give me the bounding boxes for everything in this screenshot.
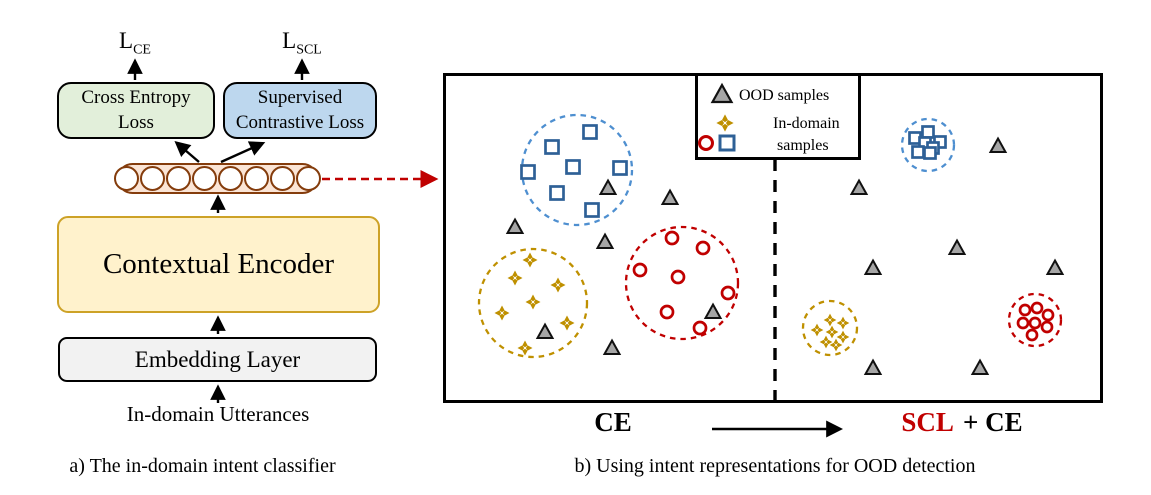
ood-triangle-point (863, 258, 883, 275)
representation-vector (114, 163, 321, 194)
embedding-layer-box: Embedding Layer (58, 337, 377, 382)
ood-triangle-point (947, 238, 967, 255)
ce-label-part: + CE (962, 407, 1023, 437)
representation-unit (296, 166, 321, 191)
representation-unit (244, 166, 269, 191)
ood-triangle-point (598, 178, 618, 195)
in-domain-circle-point (664, 230, 680, 246)
in-domain-circle-point (720, 285, 736, 301)
in-domain-star-point (517, 340, 533, 356)
supervised-contrastive-loss-text: Supervised Contrastive Loss (235, 86, 365, 133)
in-domain-star-point (810, 323, 824, 337)
in-domain-star-point (507, 270, 523, 286)
ood-samples-layer (505, 136, 1065, 375)
in-domain-star-point (522, 252, 538, 268)
caption-panel-a: a) The in-domain intent classifier (69, 455, 336, 477)
in-domain-circle-point (1041, 308, 1055, 322)
in-domain-star-point (836, 330, 850, 344)
in-domain-circle-icon (698, 135, 714, 151)
in-domain-square-point (911, 145, 925, 159)
in-domain-square-point (921, 125, 935, 139)
in-domain-star-point (825, 325, 839, 339)
ood-triangle-icon (710, 82, 734, 104)
cluster-boundary-ce-red (624, 225, 740, 341)
in-domain-circle-point (632, 262, 648, 278)
ood-triangle-point (988, 136, 1008, 153)
in-domain-star-point (819, 335, 833, 349)
in-domain-star-point (525, 294, 541, 310)
representation-unit (114, 166, 139, 191)
in-domain-star-point (836, 316, 850, 330)
in-domain-circle-point (1016, 316, 1030, 330)
in-domain-star-point (829, 338, 843, 352)
arrow-rep-to-ce-loss (174, 140, 200, 163)
loss-scl-label: LSCL (282, 28, 322, 58)
cluster-boundary-scl-blue (900, 117, 956, 173)
ood-triangle-point (1045, 258, 1065, 275)
representation-unit (270, 166, 295, 191)
in-domain-star-point (494, 305, 510, 321)
loss-ce-label: LCE (119, 28, 151, 58)
representation-unit (218, 166, 243, 191)
ood-triangle-point (595, 232, 615, 249)
contextual-encoder-text: Contextual Encoder (102, 247, 335, 280)
cluster-boundary-ce-gold (477, 247, 589, 359)
legend-ood-label: OOD samples (739, 87, 829, 104)
legend: OOD samples In-domain samples (695, 73, 861, 160)
in-domain-square-point (584, 202, 600, 218)
cluster-layer (477, 113, 1063, 359)
representation-unit (140, 166, 165, 191)
ood-scatter-panel: OOD samples In-domain samples (443, 73, 1103, 403)
in-domain-star-point (823, 313, 837, 327)
in-domain-square-icon (718, 134, 736, 152)
ood-triangle-point (849, 178, 869, 195)
representation-unit (166, 166, 191, 191)
ood-triangle-point (660, 188, 680, 205)
input-utterances-label: In-domain Utterances (126, 402, 310, 426)
in-domain-square-point (549, 185, 565, 201)
in-domain-star-point (550, 277, 566, 293)
ood-triangle-point (703, 302, 723, 319)
legend-indomain-label-line1: In-domain (773, 115, 840, 132)
in-domain-star-icon (716, 114, 734, 132)
ood-triangle-point (505, 217, 525, 234)
ood-triangle-point (602, 338, 622, 355)
caption-panel-b: b) Using intent representations for OOD … (574, 455, 976, 477)
legend-indomain-label-line2: samples (777, 137, 829, 154)
ood-triangle-point (535, 322, 555, 339)
scl-label-part: SCL (901, 407, 954, 437)
scl-ce-region-label: SCL + CE (842, 407, 1082, 438)
in-domain-square-point (923, 146, 937, 160)
in-domain-circle-point (659, 304, 675, 320)
in-domain-circle-point (1028, 316, 1042, 330)
ood-triangle-point (970, 358, 990, 375)
in-domain-square-point (565, 159, 581, 175)
in-domain-square-point (582, 124, 598, 140)
ce-region-label: CE (594, 407, 632, 437)
cross-entropy-loss-text: Cross Entropy Loss (81, 86, 191, 133)
in-domain-circle-point (1040, 320, 1054, 334)
cluster-boundary-scl-gold (801, 299, 859, 357)
supervised-contrastive-loss-box: Supervised Contrastive Loss (223, 82, 377, 139)
representation-unit (192, 166, 217, 191)
in-domain-square-point (612, 160, 628, 176)
in-domain-circle-point (1025, 328, 1039, 342)
in-domain-circle-point (1018, 303, 1032, 317)
cross-entropy-loss-box: Cross Entropy Loss (57, 82, 215, 139)
ood-triangle-point (863, 358, 883, 375)
contextual-encoder-box: Contextual Encoder (57, 216, 380, 313)
in-domain-circle-point (692, 320, 708, 336)
in-domain-square-point (520, 164, 536, 180)
in-domain-star-point (559, 315, 575, 331)
in-domain-square-point (544, 139, 560, 155)
in-domain-circle-point (695, 240, 711, 256)
embedding-layer-text: Embedding Layer (134, 346, 301, 372)
in-domain-circle-point (1030, 301, 1044, 315)
arrow-rep-to-scl-loss (220, 141, 266, 164)
in-domain-circle-point (670, 269, 686, 285)
cluster-boundary-scl-red (1007, 292, 1063, 348)
